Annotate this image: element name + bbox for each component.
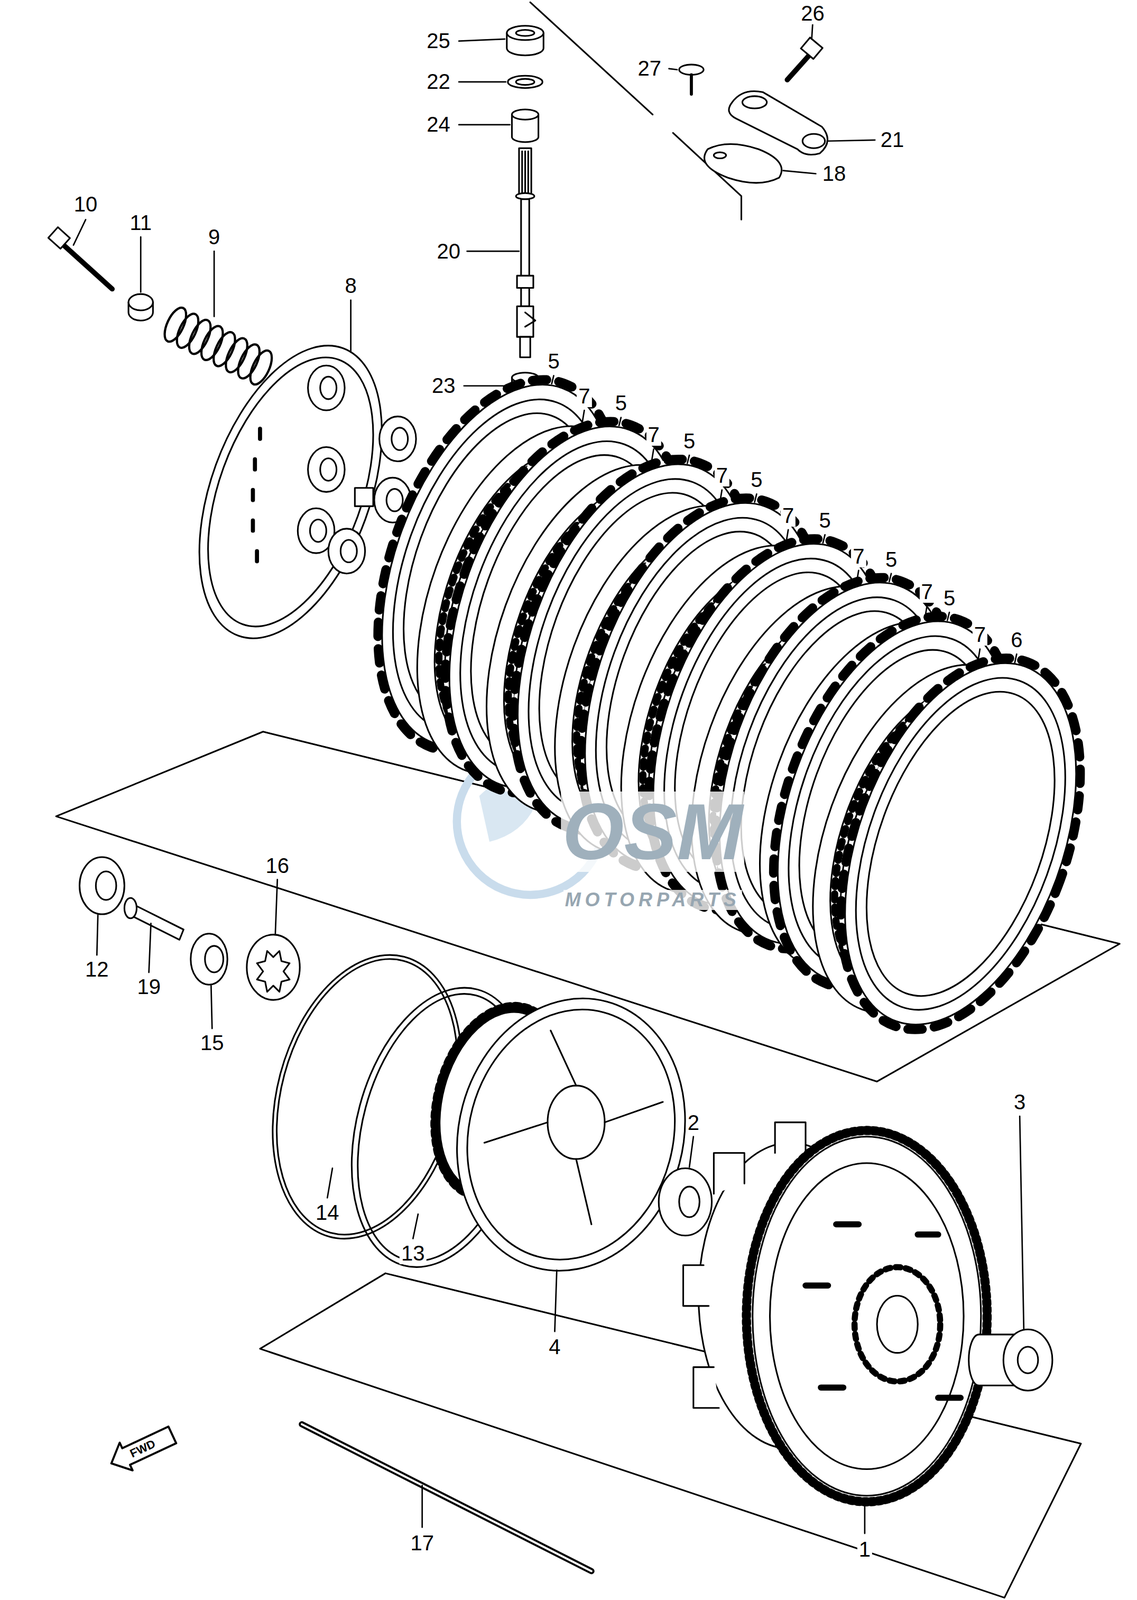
- callout-number: 20: [435, 239, 463, 263]
- callout-number: 26: [799, 2, 827, 25]
- callout-number: 7: [780, 504, 796, 527]
- callout-number: 1: [857, 1537, 873, 1560]
- callout-number: 7: [645, 423, 661, 446]
- callout-number: 6: [1009, 628, 1024, 651]
- callout-number: 24: [424, 113, 452, 136]
- callout-number: 16: [263, 854, 291, 877]
- callout-number: 5: [941, 586, 957, 609]
- callout-number: 23: [430, 374, 458, 397]
- callout-number: 10: [72, 192, 100, 216]
- callout-number: 21: [879, 128, 907, 151]
- callout-number: 7: [714, 464, 730, 487]
- callout-number: 5: [749, 468, 764, 491]
- callout-number: 5: [817, 509, 833, 532]
- watermark: MOTORPARTS: [563, 889, 743, 910]
- callout-number: 27: [636, 57, 664, 80]
- callout-number: 2: [686, 1111, 701, 1134]
- callout-number: 3: [1012, 1090, 1028, 1113]
- watermark: OSM: [560, 791, 745, 872]
- callout-number: 22: [424, 70, 452, 93]
- callout-number: 5: [681, 429, 697, 452]
- callout-number: 11: [127, 211, 154, 234]
- callout-number: 9: [206, 225, 222, 248]
- callout-number: 5: [546, 349, 561, 373]
- callout-number: 5: [613, 391, 629, 414]
- callout-number: 18: [820, 162, 848, 185]
- callout-number: 14: [313, 1200, 341, 1224]
- callout-number: 19: [135, 975, 163, 998]
- callout-number: 7: [919, 580, 935, 603]
- callout-number: 4: [547, 1335, 562, 1358]
- callout-number: 7: [972, 623, 988, 646]
- callout-number: 5: [883, 548, 899, 571]
- callout-number: 8: [343, 274, 359, 297]
- callout-number: 7: [851, 544, 866, 568]
- callout-number: 17: [408, 1531, 436, 1554]
- callout-number: 7: [576, 384, 592, 408]
- callout-number: 12: [83, 957, 111, 981]
- callout-number: 13: [399, 1241, 427, 1264]
- callout-number: 25: [424, 29, 452, 52]
- callout-number: 15: [198, 1031, 226, 1054]
